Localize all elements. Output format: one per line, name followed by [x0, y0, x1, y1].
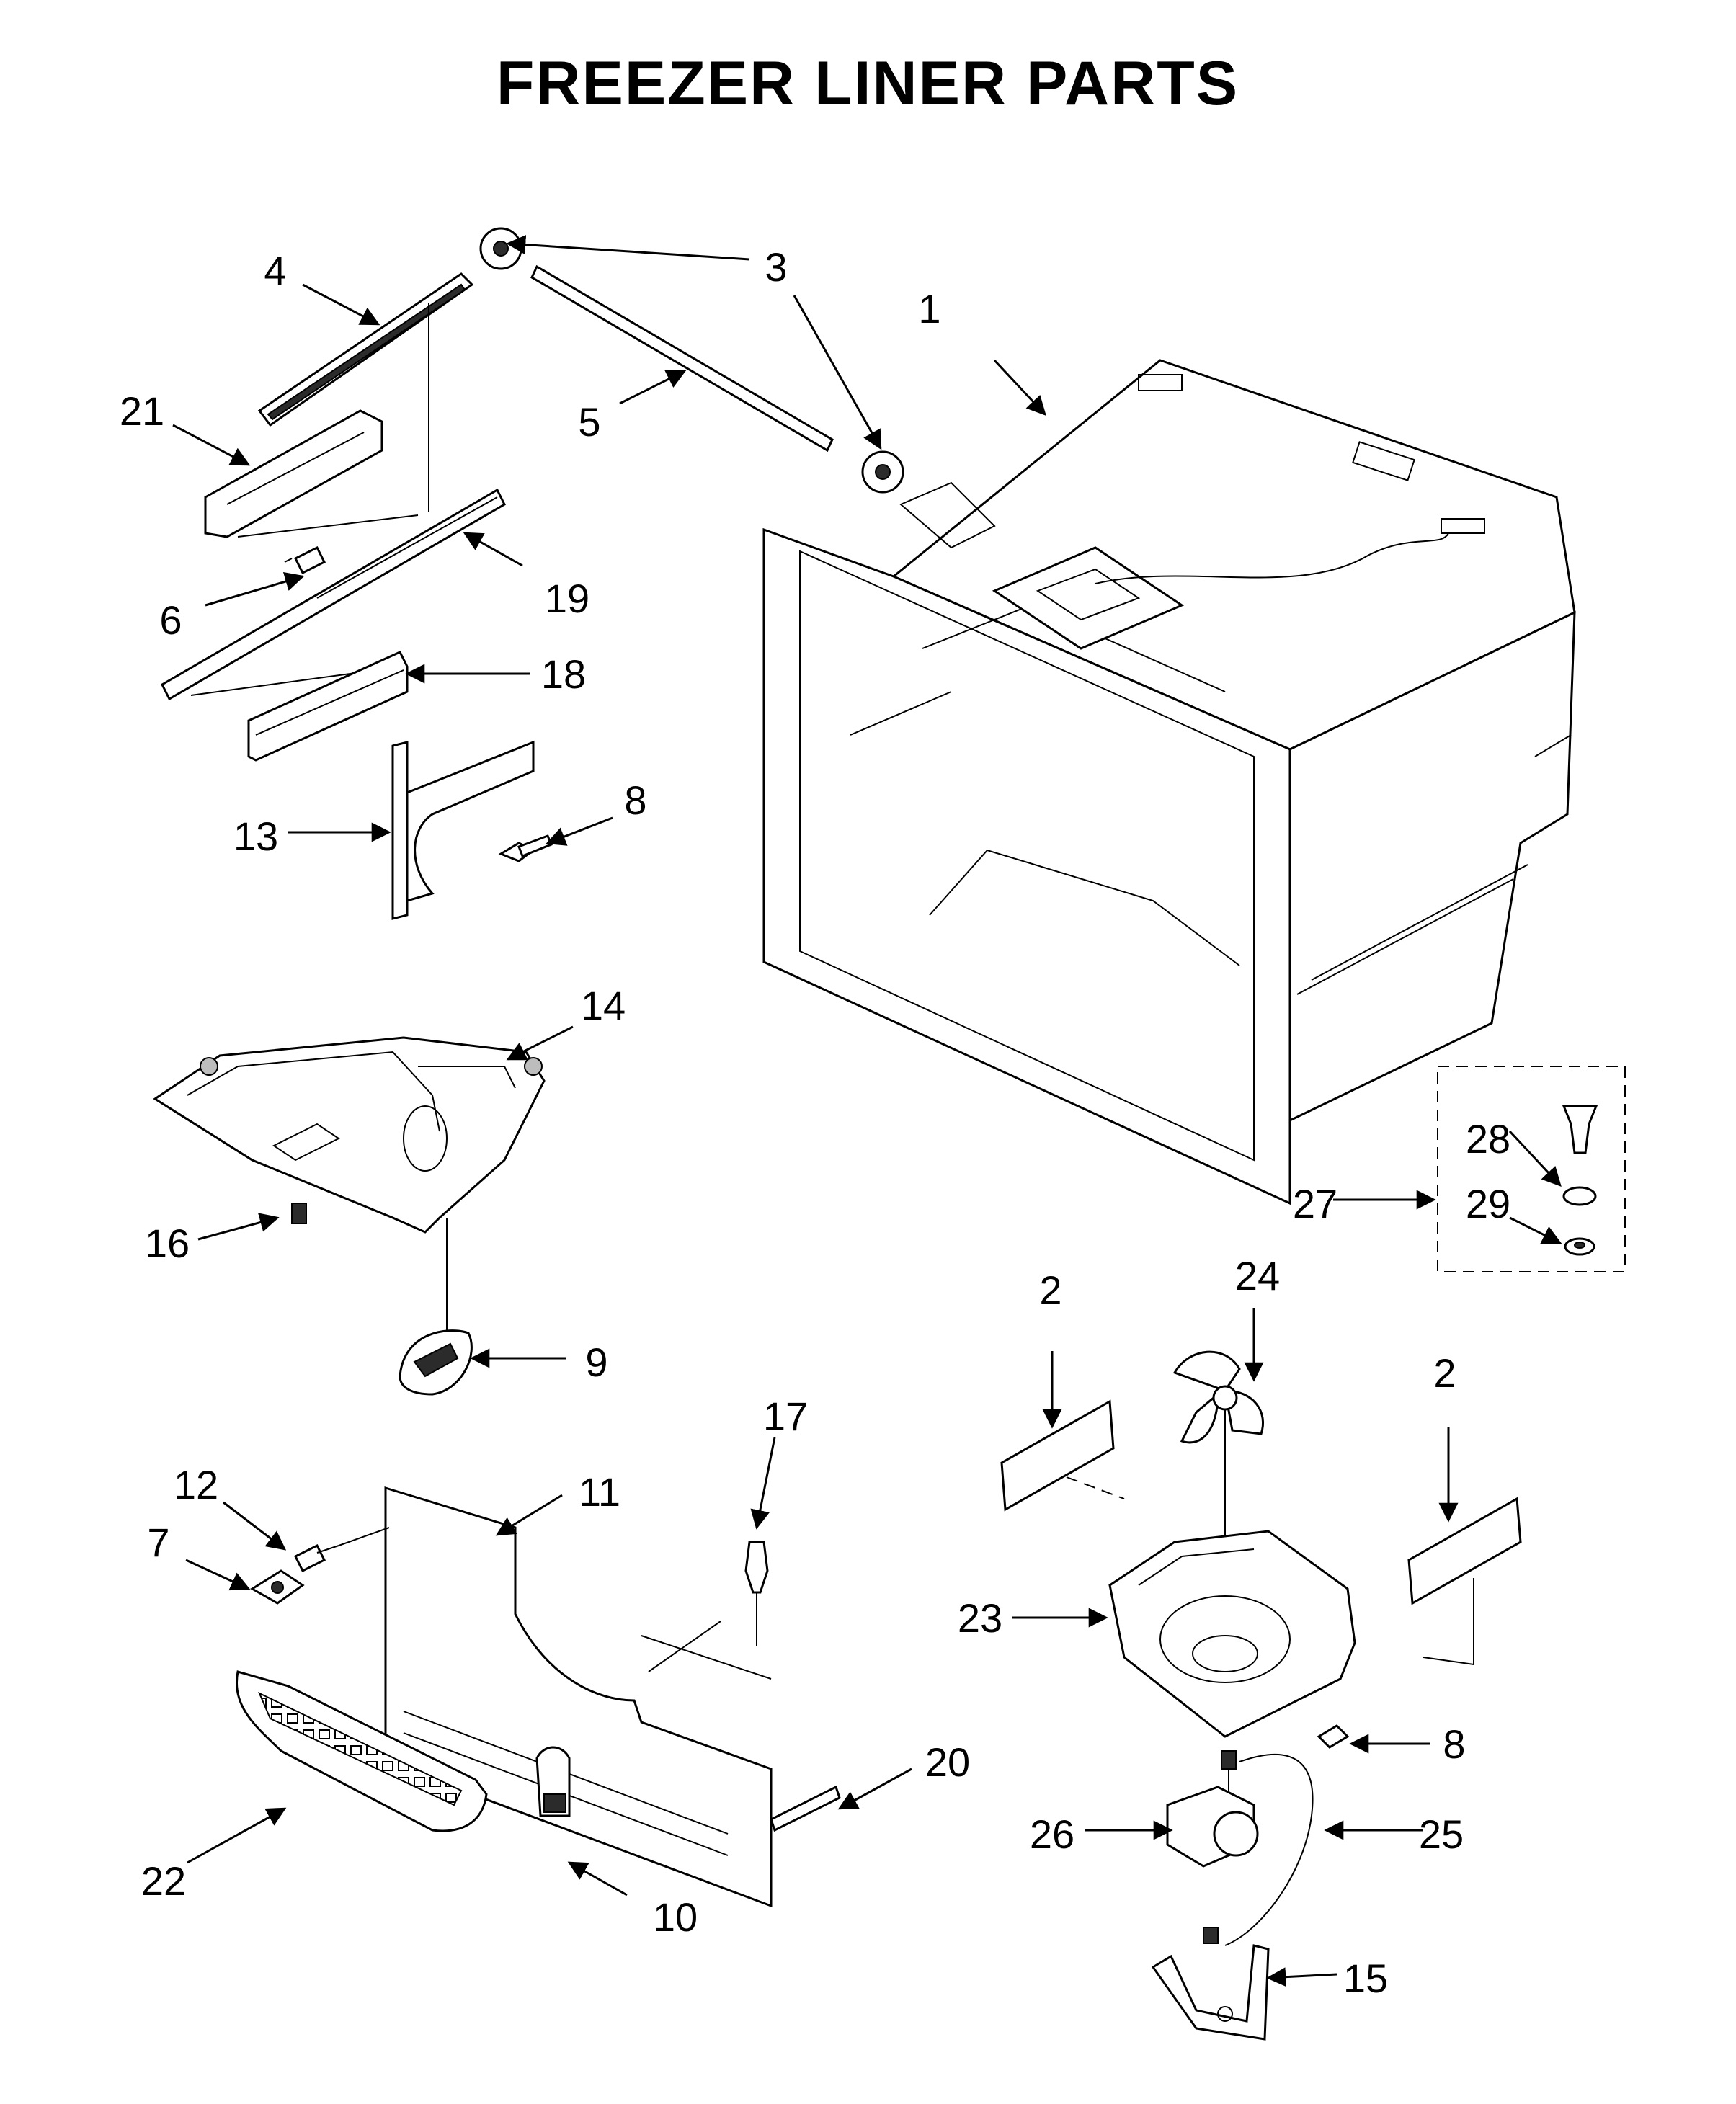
- callout-2: 2: [1433, 1350, 1456, 1396]
- damper: [399, 1329, 473, 1396]
- callout-7: 7: [147, 1520, 169, 1565]
- fan-motor-bracket: [250, 1569, 305, 1605]
- callout-25: 25: [1419, 1811, 1464, 1857]
- rail-gear-rack: [257, 272, 474, 427]
- callout-10: 10: [653, 1894, 698, 1940]
- screw-small: [293, 1543, 339, 1573]
- callout-28: 28: [1466, 1116, 1510, 1162]
- callout-18: 18: [541, 651, 586, 697]
- callout-17: 17: [763, 1394, 808, 1439]
- callout-8: 8: [624, 777, 646, 823]
- callout-26: 26: [1030, 1811, 1074, 1857]
- gear-top: [479, 227, 522, 270]
- leader-lines: [172, 235, 1562, 1987]
- callout-8: 8: [1443, 1721, 1465, 1767]
- push-pin: [498, 834, 553, 862]
- gear-lower: [861, 450, 904, 494]
- kit-box: [1437, 1066, 1626, 1272]
- front-grille: [236, 1670, 488, 1832]
- callout-9: 9: [585, 1339, 607, 1385]
- callout-22: 22: [141, 1858, 186, 1904]
- callout-1: 1: [918, 286, 940, 331]
- callout-12: 12: [174, 1462, 218, 1507]
- callout-3: 3: [765, 244, 787, 290]
- freezer-liner: [762, 359, 1576, 1205]
- page-title: FREEZER LINER PARTS: [497, 49, 1239, 118]
- callout-21: 21: [120, 388, 164, 434]
- callout-4: 4: [264, 248, 286, 293]
- motor-bracket: [1151, 1944, 1270, 2041]
- callout-19: 19: [545, 576, 589, 621]
- callout-2: 2: [1039, 1267, 1061, 1313]
- fan-motor: [1166, 1750, 1314, 1946]
- callout-27: 27: [1293, 1181, 1337, 1226]
- callout-11: 11: [579, 1469, 620, 1515]
- callouts: 1 2 2 3 3 4 5 6 7 8 8 9 10 11 12 13 14 1…: [120, 244, 1510, 2001]
- shaft: [530, 264, 834, 453]
- evaporator-fan-housing: [1108, 1530, 1356, 1738]
- air-duct-cover: [384, 1486, 773, 1908]
- callout-23: 23: [958, 1595, 1002, 1641]
- slide-rail: [161, 488, 506, 701]
- callout-5: 5: [578, 399, 600, 445]
- callout-15: 15: [1343, 1956, 1388, 2001]
- foam-pad-left: [1000, 1399, 1115, 1512]
- callout-6: 6: [159, 597, 182, 643]
- rail-bracket-lower: [247, 651, 409, 762]
- ice-tray-housing: [153, 1036, 546, 1234]
- rail-mount-bracket: [391, 740, 535, 920]
- callout-14: 14: [581, 983, 626, 1028]
- foam-pad-right: [1407, 1497, 1522, 1605]
- sensor-clip: [291, 1203, 307, 1224]
- callout-20: 20: [925, 1739, 970, 1785]
- callout-24: 24: [1235, 1253, 1280, 1298]
- foam-strip: [770, 1785, 841, 1832]
- callout-29: 29: [1466, 1181, 1510, 1226]
- fan-blade: [1172, 1350, 1265, 1444]
- callout-16: 16: [145, 1221, 190, 1266]
- thermistor: [744, 1541, 769, 1646]
- callout-13: 13: [233, 813, 278, 859]
- screw-right: [1317, 1724, 1350, 1749]
- control-knob: [535, 1746, 571, 1817]
- screw: [284, 545, 326, 575]
- rail-bracket-upper: [204, 409, 383, 538]
